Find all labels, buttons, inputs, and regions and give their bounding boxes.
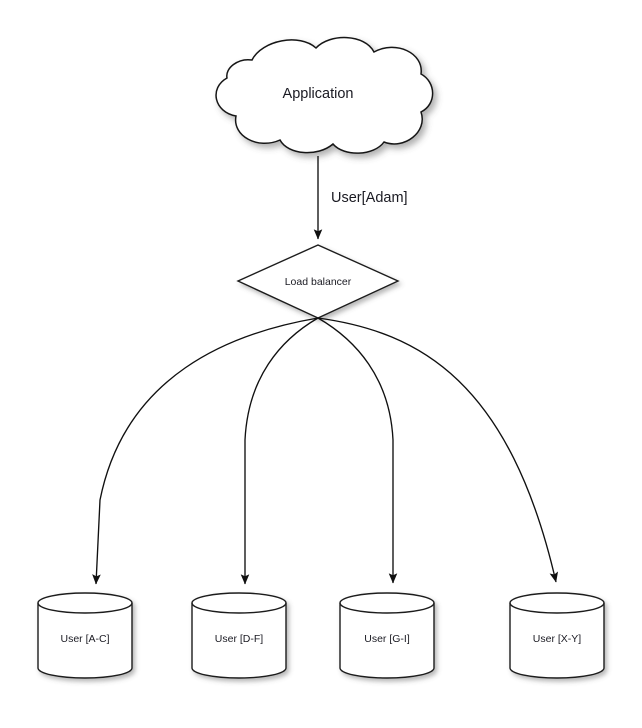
- database-label: User [G-I]: [364, 633, 410, 645]
- cloud-icon: [215, 36, 434, 154]
- database-label: User [D-F]: [215, 633, 263, 645]
- node-database-1[interactable]: User [D-F]: [191, 592, 287, 679]
- edge-application-to-load-balancer: User[Adam]: [313, 156, 408, 240]
- edge-load-balancer-to-db-3: [317, 317, 559, 583]
- database-icon: [191, 592, 287, 679]
- edge-label-user-adam: User[Adam]: [331, 190, 408, 206]
- load-balancer-label: Load balancer: [285, 276, 352, 288]
- edge-curve: [240, 317, 319, 585]
- edge-curve: [92, 317, 319, 585]
- edge-load-balancer-to-db-0: [92, 317, 319, 585]
- node-load-balancer[interactable]: Load balancer: [236, 244, 400, 319]
- database-icon: [339, 592, 435, 679]
- database-icon: [37, 592, 133, 679]
- database-icon: [509, 592, 605, 679]
- node-database-2[interactable]: User [G-I]: [339, 592, 435, 679]
- node-database-3[interactable]: User [X-Y]: [509, 592, 605, 679]
- application-label: Application: [283, 86, 354, 102]
- edge-load-balancer-to-db-1: [240, 317, 319, 585]
- database-label: User [X-Y]: [533, 633, 582, 645]
- database-label: User [A-C]: [60, 633, 109, 645]
- node-database-0[interactable]: User [A-C]: [37, 592, 133, 679]
- edge-curve: [317, 317, 559, 583]
- node-application-cloud[interactable]: Application: [215, 36, 434, 154]
- edge-load-balancer-to-db-2: [317, 317, 398, 584]
- edge-curve: [317, 317, 398, 584]
